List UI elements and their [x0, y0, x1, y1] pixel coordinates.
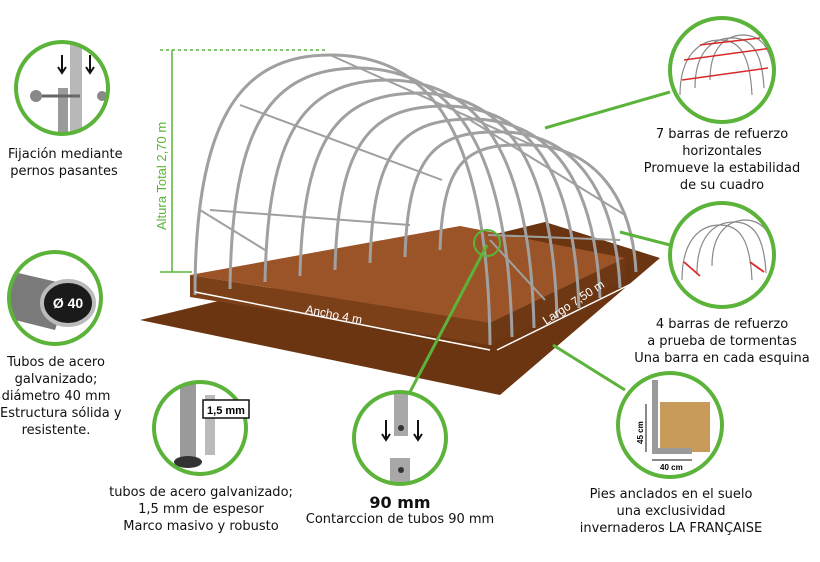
horizontal-caption-line: 7 barras de refuerzo — [655, 127, 789, 142]
contraction-caption: 90 mm Contarccion de tubos 90 mm — [300, 494, 500, 528]
anchor-width: 40 cm — [660, 463, 683, 472]
tube-caption-line: resistente. — [21, 423, 91, 438]
fixing-caption-line: pernos pasantes — [10, 164, 118, 179]
height-dimension — [160, 49, 325, 273]
horizontal-bars-caption: 7 barras de refuerzo horizontales Promue… — [640, 126, 804, 194]
anchor-caption: Pies anclados en el suelo una exclusivid… — [568, 486, 774, 537]
fixing-caption-line: Fijación mediante — [8, 147, 123, 162]
contraction-label: Contarccion de tubos 90 mm — [305, 512, 495, 527]
tube-caption-line: Estructura sólida y — [0, 406, 122, 421]
anchor-caption-line: invernaderos LA FRANÇAISE — [579, 521, 763, 536]
diameter-badge: Ø 40 — [53, 295, 84, 311]
anchor-caption-line: una exclusividad — [616, 504, 726, 519]
storm-caption-line: 4 barras de refuerzo — [655, 317, 789, 332]
soil-front — [190, 275, 490, 345]
thickness-callout: 1,5 mm — [152, 380, 250, 476]
soil-top — [190, 226, 625, 323]
thickness-caption-line: Marco masivo y robusto — [123, 519, 279, 534]
contraction-callout — [352, 390, 448, 486]
connection-highlight — [473, 229, 501, 257]
fixing-callout — [14, 40, 110, 136]
storm-bars-caption: 4 barras de refuerzo a prueba de torment… — [628, 316, 816, 367]
horizontal-caption-line: Promueve la estabilidad — [643, 161, 801, 176]
storm-bars-callout — [668, 201, 776, 309]
greenhouse-frame — [193, 53, 638, 346]
thickness-caption-line: 1,5 mm de espesor — [138, 502, 264, 517]
horizontal-bars-callout — [668, 16, 776, 124]
tube-caption-line: Tubos de acero — [7, 355, 105, 370]
storm-caption-line: a prueba de tormentas — [647, 334, 797, 349]
storm-caption-line: Una barra en cada esquina — [634, 351, 810, 366]
anchor-height: 45 cm — [636, 421, 645, 444]
contraction-value: 90 mm — [369, 493, 431, 512]
horizontal-caption-line: horizontales — [682, 144, 762, 159]
thickness-badge: 1,5 mm — [207, 405, 245, 417]
fixing-caption: Fijación mediante pernos pasantes — [8, 146, 123, 180]
height-label: Altura Total 2,70 m — [154, 122, 169, 230]
tube-caption-line: diámetro 40 mm — [1, 389, 111, 404]
callout-connectors — [408, 90, 671, 393]
thickness-caption-line: tubos de acero galvanizado; — [109, 485, 293, 500]
dimension-lines — [194, 281, 636, 351]
tube-caption-line: galvanizado; — [14, 372, 98, 387]
anchor-caption-line: Pies anclados en el suelo — [589, 487, 753, 502]
thickness-caption: tubos de acero galvanizado; 1,5 mm de es… — [108, 484, 294, 535]
tube-diameter-callout: Ø 40 — [7, 250, 103, 346]
horizontal-caption-line: de su cuadro — [679, 178, 765, 193]
tube-diameter-caption: Tubos de acero galvanizado; diámetro 40 … — [0, 354, 122, 439]
anchor-callout: 45 cm 40 cm — [616, 371, 724, 479]
